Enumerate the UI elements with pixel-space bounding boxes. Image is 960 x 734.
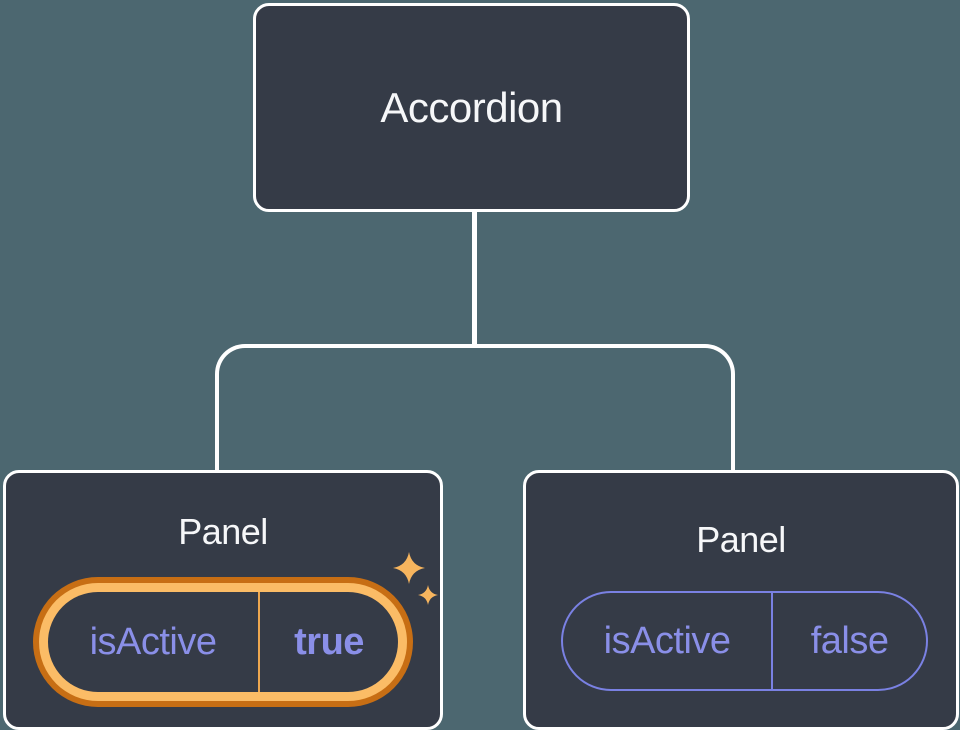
state-key-label: isActive [563, 593, 774, 689]
state-pill-active: isActive true [48, 592, 398, 692]
bottom-edge-strip [0, 730, 960, 734]
panel-node-inactive: Panel isActive false [523, 470, 959, 730]
accordion-node: Accordion [253, 3, 690, 212]
connector-bracket [215, 344, 735, 470]
state-pill-highlight-ring: isActive true [33, 577, 413, 707]
accordion-node-label: Accordion [380, 83, 563, 131]
panel-node-label: Panel [696, 519, 786, 560]
state-pill-inactive: isActive false [561, 591, 928, 691]
state-value-label: true [294, 620, 364, 663]
state-key-label: isActive [48, 592, 261, 692]
connector-stem [472, 212, 477, 348]
state-value-label: false [810, 619, 889, 662]
sparkle-icon [393, 552, 438, 605]
panel-node-label: Panel [178, 511, 268, 552]
panel-node-active: Panel isActive true [3, 470, 443, 730]
